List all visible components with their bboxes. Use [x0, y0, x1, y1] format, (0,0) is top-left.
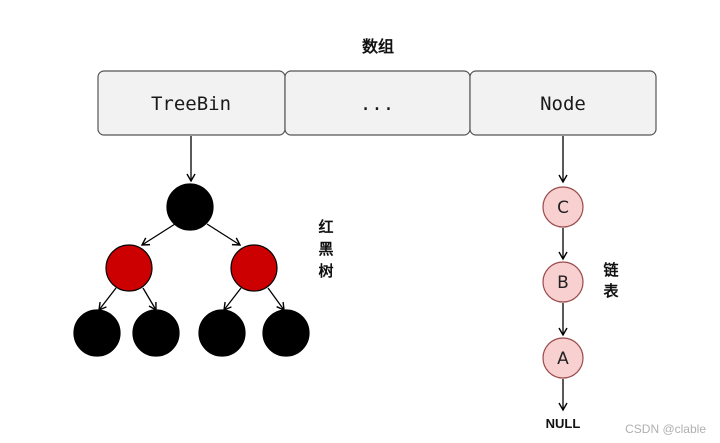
list-terminal: NULL [546, 416, 581, 431]
array-cell-label: TreeBin [151, 93, 231, 115]
array-cell-treebin: TreeBin [97, 70, 286, 136]
watermark: CSDN @clable [625, 422, 706, 436]
list-node-c: C [542, 186, 584, 228]
array-title: 数组 [362, 37, 394, 56]
tree-label-char: 树 [318, 262, 333, 280]
list-node-label: B [557, 273, 569, 293]
tree-edges [98, 223, 285, 312]
list-label-char: 链 [603, 261, 619, 279]
tree-node-leaf-2 [132, 309, 180, 357]
tree-node-leaf-1 [73, 309, 121, 357]
array-cell-ellipsis: ... [284, 70, 471, 136]
list-node-a: A [542, 337, 584, 379]
array-cell-node: Node [469, 70, 657, 136]
array-cell-label: ... [360, 93, 394, 115]
array-cell-label: Node [540, 93, 586, 115]
tree-node-red-left [105, 244, 153, 292]
tree-node-leaf-4 [262, 309, 310, 357]
tree-label-char: 黑 [318, 240, 333, 258]
list-node-b: B [542, 261, 584, 303]
list-node-label: C [557, 198, 569, 218]
tree-node-red-right [230, 244, 278, 292]
tree-node-leaf-3 [198, 309, 246, 357]
list-label-char: 表 [603, 282, 619, 300]
list-label: 链 表 [603, 261, 619, 300]
tree-node-root [166, 183, 214, 231]
list-node-label: A [557, 349, 569, 369]
tree-label: 红 黑 树 [318, 218, 333, 280]
tree-label-char: 红 [318, 218, 333, 236]
